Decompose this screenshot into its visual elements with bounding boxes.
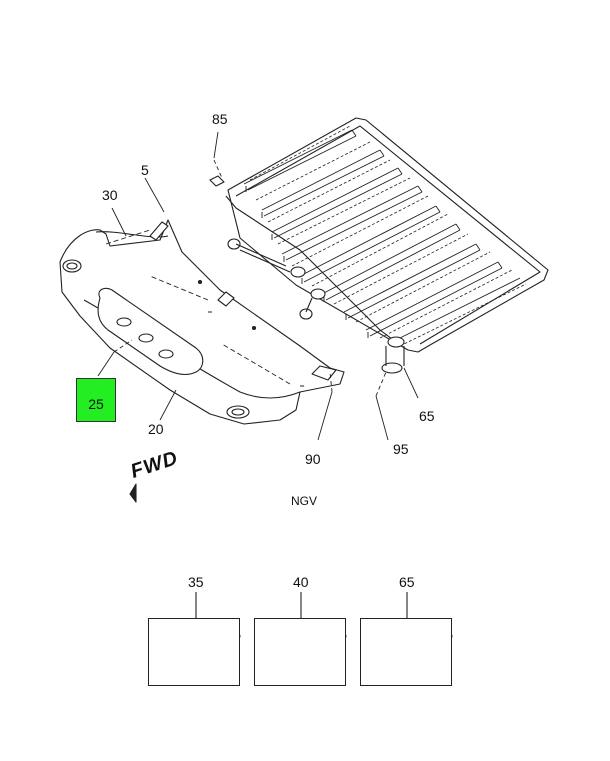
callout-30[interactable]: 30	[102, 187, 118, 203]
callout-65[interactable]: 65	[419, 408, 435, 424]
callout-25-highlight[interactable]: 25	[76, 378, 116, 422]
grille-panel	[225, 117, 549, 353]
callout-85[interactable]: 85	[212, 111, 228, 127]
kit-number-35[interactable]: 35	[188, 574, 204, 590]
hardware	[209, 175, 405, 374]
callout-95[interactable]: 95	[393, 441, 409, 457]
callout-20[interactable]: 20	[148, 421, 164, 437]
kit-number-40[interactable]: 40	[293, 574, 309, 590]
grille-slats	[243, 129, 521, 343]
leader-lines	[97, 131, 419, 441]
kit-leaders	[195, 592, 408, 618]
callout-90[interactable]: 90	[305, 451, 321, 467]
kit-number-65[interactable]: 65	[399, 574, 415, 590]
variant-label: NGV	[291, 494, 318, 508]
kit-box-65	[360, 618, 452, 686]
callout-25: 25	[88, 396, 104, 412]
fwd-arrow-icon	[129, 483, 137, 503]
kit-box-35	[148, 618, 240, 686]
bumper-panel	[59, 219, 345, 425]
callout-5[interactable]: 5	[141, 162, 149, 178]
kit-box-40	[254, 618, 346, 686]
